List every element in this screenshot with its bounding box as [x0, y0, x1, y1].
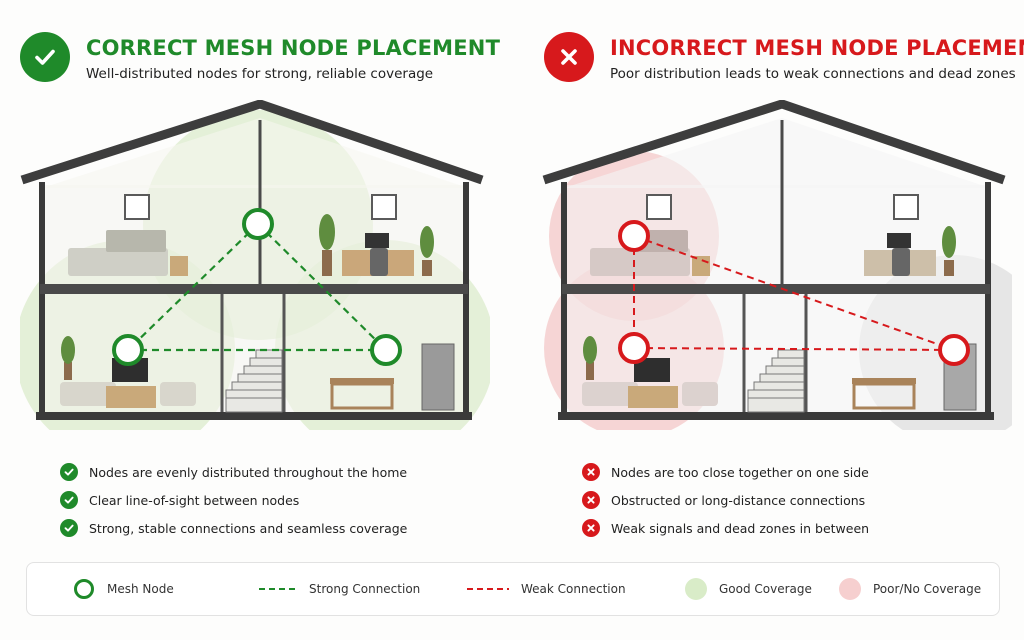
- correct-header: CORRECT MESH NODE PLACEMENT Well-distrib…: [20, 32, 512, 84]
- bullet-text: Strong, stable connections and seamless …: [89, 520, 408, 536]
- ground-slab: [558, 412, 994, 420]
- incorrect-house-diagram: [542, 100, 1012, 430]
- legend-poor-coverage: Poor/No Coverage: [839, 563, 981, 615]
- red-circle-swatch-icon: [839, 578, 861, 600]
- staircase: [747, 349, 805, 413]
- correct-placement-panel: CORRECT MESH NODE PLACEMENT Well-distrib…: [0, 0, 512, 560]
- correct-bullet-list: Nodes are evenly distributed throughout …: [60, 458, 500, 542]
- floor-slab: [562, 284, 990, 294]
- nightstand: [692, 256, 710, 276]
- legend-label: Poor/No Coverage: [873, 582, 982, 596]
- list-item: Weak signals and dead zones in between: [582, 514, 1022, 542]
- chair: [370, 248, 388, 276]
- house-gable: [42, 118, 468, 188]
- green-circle-swatch-icon: [685, 578, 707, 600]
- strong-connection-lines: [127, 223, 387, 352]
- roof: [542, 100, 1006, 185]
- house-gable: [564, 118, 990, 188]
- x-circle-icon: [544, 32, 594, 82]
- bullet-text: Nodes are too close together on one side: [611, 464, 869, 480]
- correct-house-diagram: [20, 100, 490, 430]
- mesh-node-icon: [618, 332, 650, 364]
- incorrect-subtitle: Poor distribution leads to weak connecti…: [610, 66, 1016, 82]
- legend: Mesh Node Strong Connection Weak Connect…: [26, 562, 1000, 616]
- red-dashed-line-icon: [467, 587, 509, 591]
- tv-stand: [628, 386, 678, 408]
- mesh-node-icon: [370, 334, 402, 366]
- check-icon: [60, 491, 78, 509]
- plant-icon: [420, 226, 434, 276]
- plant-icon: [319, 214, 335, 276]
- incorrect-placement-panel: INCORRECT MESH NODE PLACEMENT Poor distr…: [512, 0, 1024, 560]
- fridge: [421, 343, 455, 411]
- armchair: [682, 382, 718, 406]
- legend-label: Strong Connection: [309, 582, 421, 596]
- mesh-node-icon: [73, 578, 95, 600]
- correct-title: CORRECT MESH NODE PLACEMENT: [86, 36, 501, 60]
- plant-icon: [942, 226, 956, 276]
- wall-frame: [371, 194, 397, 220]
- legend-label: Weak Connection: [521, 582, 626, 596]
- staircase: [225, 349, 283, 413]
- x-icon: [582, 463, 600, 481]
- legend-label: Good Coverage: [719, 582, 812, 596]
- weak-connection-lines: [633, 235, 955, 351]
- tv-stand: [106, 386, 156, 408]
- roof: [20, 100, 484, 185]
- incorrect-bullet-list: Nodes are too close together on one side…: [582, 458, 1022, 542]
- list-item: Clear line-of-sight between nodes: [60, 486, 500, 514]
- monitor: [887, 233, 911, 248]
- plant-icon: [61, 336, 75, 380]
- bed: [68, 248, 168, 276]
- headboard: [106, 230, 166, 252]
- dining-table: [330, 378, 394, 384]
- bed: [590, 248, 690, 276]
- check-icon: [60, 463, 78, 481]
- legend-weak-connection: Weak Connection: [467, 563, 626, 615]
- legend-mesh-node: Mesh Node: [73, 563, 174, 615]
- bullet-text: Clear line-of-sight between nodes: [89, 492, 300, 508]
- incorrect-header: INCORRECT MESH NODE PLACEMENT Poor distr…: [544, 32, 1024, 84]
- check-icon: [60, 519, 78, 537]
- wall-frame: [646, 194, 672, 220]
- sofa: [582, 382, 638, 406]
- x-icon: [582, 519, 600, 537]
- ground-slab: [36, 412, 472, 420]
- correct-subtitle: Well-distributed nodes for strong, relia…: [86, 66, 434, 82]
- legend-good-coverage: Good Coverage: [685, 563, 812, 615]
- mesh-node-icon: [938, 334, 970, 366]
- monitor: [365, 233, 389, 248]
- legend-label: Mesh Node: [107, 582, 174, 596]
- mesh-node-icon: [112, 334, 144, 366]
- mesh-node-icon: [618, 220, 650, 252]
- chair: [892, 248, 910, 276]
- list-item: Nodes are evenly distributed throughout …: [60, 458, 500, 486]
- armchair: [160, 382, 196, 406]
- mesh-node-icon: [242, 208, 274, 240]
- incorrect-title: INCORRECT MESH NODE PLACEMENT: [610, 36, 1024, 60]
- check-circle-icon: [20, 32, 70, 82]
- bullet-text: Obstructed or long-distance connections: [611, 492, 866, 508]
- bullet-text: Nodes are evenly distributed throughout …: [89, 464, 408, 480]
- wall-frame: [124, 194, 150, 220]
- legend-strong-connection: Strong Connection: [259, 563, 420, 615]
- dining-chairs: [852, 382, 916, 410]
- floor-slab: [40, 284, 468, 294]
- dining-table: [852, 378, 916, 384]
- x-icon: [582, 491, 600, 509]
- list-item: Strong, stable connections and seamless …: [60, 514, 500, 542]
- dining-chairs: [330, 382, 394, 410]
- list-item: Obstructed or long-distance connections: [582, 486, 1022, 514]
- sofa: [60, 382, 116, 406]
- nightstand: [170, 256, 188, 276]
- list-item: Nodes are too close together on one side: [582, 458, 1022, 486]
- plant-icon: [583, 336, 597, 380]
- wall-frame: [893, 194, 919, 220]
- bullet-text: Weak signals and dead zones in between: [611, 520, 870, 536]
- green-dashed-line-icon: [259, 587, 297, 591]
